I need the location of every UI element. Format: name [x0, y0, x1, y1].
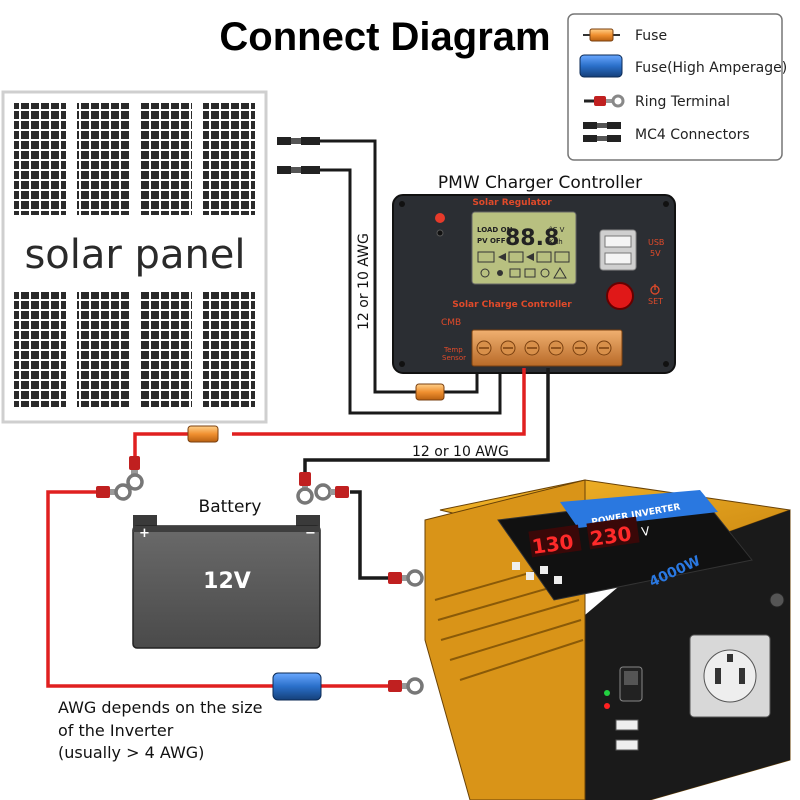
solar-panel: solar panel: [1, 90, 268, 424]
ring-terminal-inverter-neg: [388, 569, 424, 587]
awg-label-horizontal: 12 or 10 AWG: [412, 444, 509, 460]
lcd-pv-off: PV OFF: [477, 237, 506, 245]
fuse-icon: [583, 28, 620, 42]
inverter-terminal-screw: [769, 592, 785, 608]
battery: + − 12V: [132, 515, 321, 649]
ring-terminal-inverter-pos: [388, 677, 424, 695]
ring-terminal-controller-pos: [126, 456, 144, 491]
power-inverter: POWER INVERTER 130 230 V 4000W: [424, 479, 791, 800]
inverter-status-led-red: [604, 703, 610, 709]
controller-terminal-block: [471, 329, 623, 367]
lcd-digits: 88.8: [505, 226, 559, 251]
inverter-led-display: [528, 516, 640, 558]
awg-label-vertical: 12 or 10 AWG: [356, 233, 372, 330]
solar-panel-label: solar panel: [24, 232, 245, 278]
battery-label: Battery: [199, 497, 262, 517]
controller-subtitle: Solar Charge Controller: [452, 300, 572, 310]
controller-lcd: [471, 211, 577, 285]
lcd-status-icons: [477, 251, 570, 279]
battery-plus: +: [139, 526, 150, 541]
inverter-awg-note-line-3: (usually > 4 AWG): [58, 743, 204, 762]
set-label: SET: [648, 297, 663, 306]
ring-terminal-icon: [584, 94, 625, 108]
usb-voltage: 5V: [650, 249, 661, 258]
legend-item-mc4: MC4 Connectors: [635, 127, 750, 143]
legend-box: [567, 13, 783, 161]
inverter-awg-note-line-1: AWG depends on the size: [58, 698, 262, 717]
battery-negative-wire-from-controller: [303, 368, 550, 472]
inverter-status-icons: [512, 562, 562, 584]
inverter-positive-wire: [46, 490, 390, 688]
temp-sensor-label-1: Temp: [443, 346, 463, 354]
lcd-unit-kah: KAh: [549, 238, 563, 246]
lcd-load-on: LOAD ON: [477, 226, 513, 234]
battery-positive-wire-from-controller: [133, 368, 526, 456]
inverter-awg-note-line-2: of the Inverter: [58, 721, 174, 740]
controller-model: CMB: [441, 318, 461, 328]
mc4-connector-icon: [583, 122, 621, 142]
temp-sensor-label-2: Sensor: [442, 354, 466, 362]
solar-sun-icon: [435, 213, 445, 237]
inverter-high-amp-fuse: [272, 672, 322, 701]
battery-voltage: 12V: [203, 569, 251, 594]
power-icon: [650, 284, 660, 295]
page-title: Connect Diagram: [219, 15, 550, 59]
ring-terminal-inverter-neg-battery-side: [314, 483, 349, 501]
controller-brand: Solar Regulator: [472, 198, 552, 208]
mc4-connector-pair: [277, 137, 320, 174]
inverter-status-led-green: [604, 690, 610, 696]
legend-item-ring-terminal: Ring Terminal: [635, 94, 730, 110]
usb-ports: [599, 229, 637, 271]
legend-item-high-amp-fuse: Fuse(High Amperage): [635, 60, 787, 76]
inverter-reading-1: 130: [530, 529, 575, 559]
controller-caption: PMW Charger Controller: [438, 173, 642, 193]
battery-fuse: [187, 425, 219, 443]
lcd-unit-v: °C V: [549, 226, 565, 234]
inverter-negative-wire: [350, 490, 390, 580]
pv-fuse: [415, 383, 445, 401]
usb-label: USB: [648, 238, 664, 247]
inverter-volt-unit: V: [640, 524, 651, 539]
pv-wires: [320, 139, 502, 415]
legend-item-fuse: Fuse: [635, 28, 667, 44]
battery-minus: −: [305, 526, 316, 541]
legend: Fuse Fuse(High Amperage) Ring Terminal M…: [567, 13, 787, 161]
charge-controller: Solar Regulator LOAD ON PV OFF 88.8 °C V…: [392, 194, 676, 374]
inverter-reading-2: 230: [588, 521, 633, 551]
ring-terminal-inverter-pos-battery-side: [96, 483, 132, 501]
high-amp-fuse-icon: [579, 54, 623, 78]
ring-terminal-controller-neg: [296, 472, 314, 505]
inverter-usb-ports: [615, 719, 639, 751]
set-button[interactable]: [606, 282, 634, 310]
